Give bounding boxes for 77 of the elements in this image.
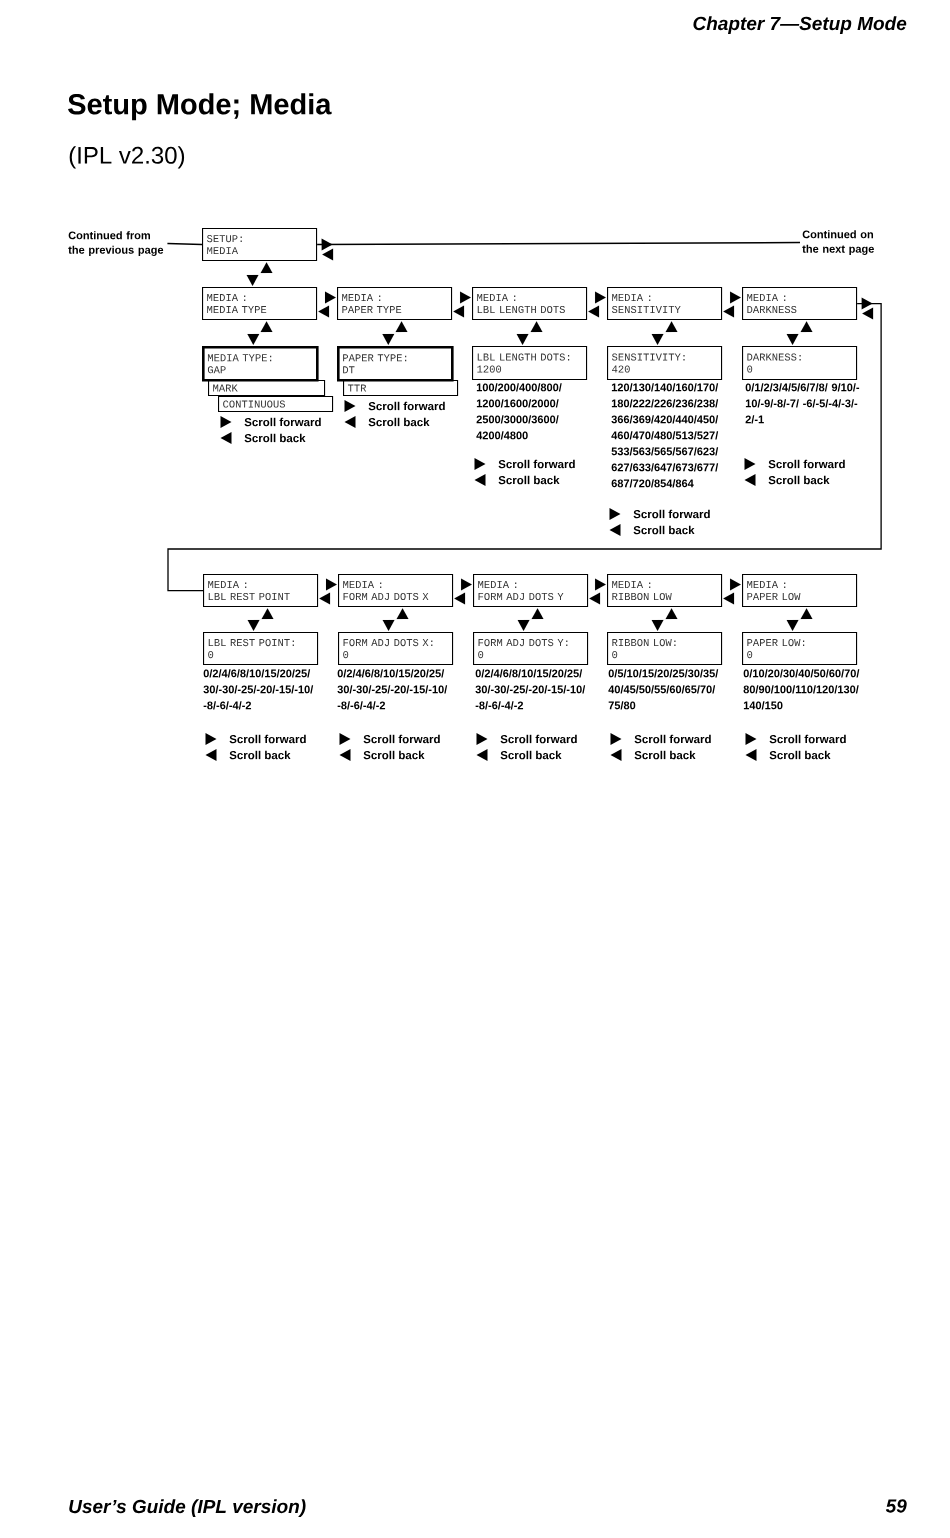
legend-entry: Scroll forward (744, 458, 845, 470)
legend-entry: Scroll forward (610, 733, 711, 745)
value-list: 0/2/4/6/8/10/15/20/25/ 30/-30/-25/-20/-15/-10/ -8/-6/-4/-2 (337, 669, 448, 710)
display-box: MEDIA : RIBBON LOW (607, 574, 723, 608)
legend-entry: Scroll forward (205, 733, 306, 745)
legend-entry: Scroll forward (220, 416, 321, 428)
chapter-header: Chapter 7—Setup Mode (693, 16, 907, 34)
legend-entry: Scroll back (339, 749, 425, 761)
value-list: 0/2/4/6/8/10/15/20/25/ 30/-30/-25/-20/-15/-10/ -8/-6/-4/-2 (475, 669, 586, 710)
scroll-arrows (786, 321, 813, 345)
scroll-arrows (517, 608, 544, 631)
page-title: Setup Mode; Media (68, 93, 332, 121)
value-list: 0/1/2/3/4/5/6/7/8/ 9/10/-10/-9/-8/-7/ -6/-5/-4/-3/-2/-1 (745, 383, 860, 424)
scroll-arrows (454, 578, 472, 605)
version-subtitle: (IPL v2.30) (69, 146, 185, 169)
scroll-arrows (651, 321, 678, 345)
footer-text: User’s Guide (IPL version) (69, 1499, 306, 1517)
scroll-arrows (247, 608, 274, 631)
display-box: MEDIA : LBL LENGTH DOTS (472, 287, 588, 321)
legend-entry: Scroll forward (476, 733, 577, 745)
value-list: 0/10/20/30/40/50/60/70/ 80/90/100/110/120/130/ 140/150 (743, 669, 860, 710)
connector-line (316, 238, 801, 251)
display-box: DARKNESS: 0 (742, 346, 858, 381)
legend-entry: Scroll back (609, 524, 695, 536)
scroll-arrows (382, 321, 408, 345)
value-list: 120/130/140/160/170/ 180/222/226/236/238/ 366/369/420/440/450/ 460/470/480/513/527/ 533/563/565/567/623/ 627/633/647/673/677/ 687/720/854/864 (611, 383, 719, 488)
scroll-arrows (651, 608, 678, 631)
legend-entry: Scroll forward (474, 458, 575, 470)
scroll-arrows (588, 291, 606, 318)
continuation-note: Continued from the previous page (68, 231, 164, 256)
value-list: 100/200/400/800/ 1200/1600/2000/ 2500/3000/3600/ 4200/4800 (476, 383, 562, 440)
legend-entry: Scroll back (344, 416, 430, 428)
display-box: RIBBON LOW: 0 (607, 632, 723, 666)
continuation-note: Continued on the next page (802, 230, 874, 255)
connector-line (167, 297, 882, 592)
display-box: MEDIA : MEDIA TYPE (202, 287, 318, 321)
legend-entry: Scroll back (744, 474, 830, 486)
value-list: 0/2/4/6/8/10/15/20/25/ 30/-30/-25/-20/-15/-10/ -8/-6/-4/-2 (203, 669, 314, 710)
legend-entry: Scroll back (476, 749, 562, 761)
legend-entry: Scroll forward (609, 508, 710, 520)
legend-entry: Scroll back (474, 474, 560, 486)
legend-entry: Scroll back (220, 432, 306, 444)
legend-entry: Scroll forward (745, 733, 846, 745)
connector-line (166, 242, 203, 246)
scroll-arrows (246, 262, 273, 286)
display-box: MEDIA : PAPER TYPE (337, 287, 453, 321)
display-box: FORM ADJ DOTS Y: 0 (473, 632, 589, 666)
display-box: SENSITIVITY: 420 (607, 346, 723, 381)
legend-entry: Scroll back (610, 749, 696, 761)
legend-entry: Scroll forward (344, 400, 445, 412)
display-box: SETUP: MEDIA (202, 228, 318, 262)
scroll-arrows (723, 291, 741, 318)
display-box: LBL REST POINT: 0 (203, 632, 319, 666)
scroll-arrows (247, 321, 273, 345)
display-box: PAPER LOW: 0 (742, 632, 858, 666)
scroll-arrows (453, 291, 471, 318)
display-box: MEDIA : SENSITIVITY (607, 287, 723, 321)
scroll-arrows (319, 578, 337, 605)
legend-entry: Scroll back (745, 749, 831, 761)
scroll-arrows (589, 578, 606, 605)
display-box: MEDIA : PAPER LOW (742, 574, 858, 608)
legend-entry: Scroll forward (339, 733, 440, 745)
display-box: MEDIA : FORM ADJ DOTS X (338, 574, 454, 608)
legend-entry: Scroll back (205, 749, 291, 761)
display-box: LBL LENGTH DOTS: 1200 (472, 346, 588, 381)
scroll-arrows (723, 578, 741, 605)
value-list: 0/5/10/15/20/25/30/35/ 40/45/50/55/60/65/70/ 75/80 (608, 669, 719, 710)
display-box: FORM ADJ DOTS X: 0 (338, 632, 454, 666)
page-number: 59 (885, 1499, 907, 1513)
scroll-arrows (786, 608, 813, 631)
display-box: MEDIA : LBL REST POINT (203, 574, 319, 608)
scroll-arrows (318, 291, 336, 318)
display-box: MEDIA : FORM ADJ DOTS Y (473, 574, 589, 608)
display-box: MEDIA : DARKNESS (742, 287, 858, 321)
scroll-arrows (516, 321, 543, 345)
scroll-arrows (382, 608, 409, 631)
display-box: CONTINUOUS (218, 396, 334, 413)
